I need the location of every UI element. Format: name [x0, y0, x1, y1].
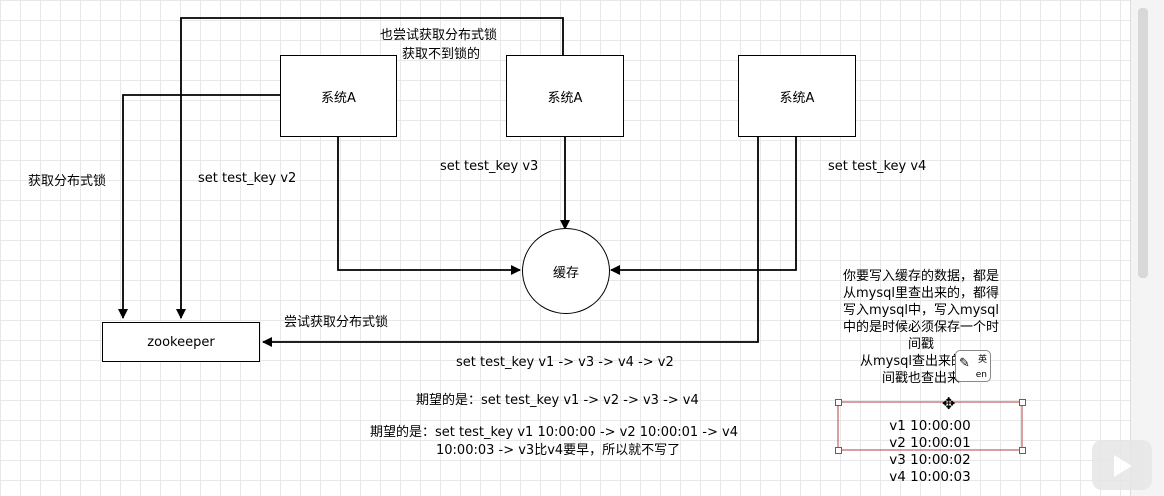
- ime-pen-icon: ✎: [959, 356, 970, 371]
- timestamp-item-1: v1 10:00:00: [889, 418, 971, 434]
- edge-systemA1-to-cache: [337, 136, 521, 275]
- en-ime-icon[interactable]: 英 en ✎: [955, 350, 991, 382]
- ime-top-label: 英: [977, 355, 987, 365]
- play-icon: [1114, 455, 1132, 477]
- system-a-node-2[interactable]: 系统A: [506, 55, 624, 137]
- note-line-2: 从mysql里查出来的，都得: [843, 286, 999, 301]
- note-line-3: 写入mysql中，写入mysql: [843, 303, 999, 318]
- play-button[interactable]: [1092, 440, 1152, 490]
- zookeeper-node[interactable]: zookeeper: [102, 322, 260, 362]
- try-lock-label: 尝试获取分布式锁: [284, 315, 389, 330]
- set-v3-label: set test_key v3: [440, 159, 539, 174]
- system-a-node-1[interactable]: 系统A: [280, 55, 397, 137]
- timestamp-item-4: v4 10:00:03: [889, 469, 971, 485]
- ime-bottom-label: en: [975, 370, 987, 380]
- resize-handle-bottom-left[interactable]: [835, 447, 842, 454]
- cache-node[interactable]: 缓存: [522, 228, 610, 314]
- timestamp-item-2: v2 10:00:01: [889, 435, 971, 451]
- edge-systemA1-to-zookeeper: [118, 94, 280, 319]
- zookeeper-node-label: zookeeper: [147, 334, 215, 350]
- expected-timestamp-line1: 期望的是：set test_key v1 10:00:00 -> v2 10:0…: [370, 425, 738, 440]
- move-cursor-icon: ✥: [942, 394, 956, 413]
- edge-systemA3-to-zookeeper: [262, 136, 759, 347]
- note-line-1: 你要写入缓存的数据，都是: [842, 269, 999, 284]
- resize-handle-bottom-right[interactable]: [1019, 447, 1026, 454]
- timestamp-list[interactable]: v1 10:00:00 v2 10:00:01 v3 10:00:02 v4 1…: [860, 418, 1000, 486]
- resize-handle-top-left[interactable]: [835, 399, 842, 406]
- actual-order-label: set test_key v1 -> v3 -> v4 -> v2: [456, 355, 674, 370]
- set-v2-label: set test_key v2: [198, 171, 297, 186]
- also-try-lock-label: 也尝试获取分布式锁: [380, 28, 498, 43]
- mysql-timestamp-note: 你要写入缓存的数据，都是 从mysql里查出来的，都得 写入mysql中，写入m…: [816, 268, 1026, 387]
- fail-lock-label: 获取不到锁的: [402, 47, 481, 62]
- set-v4-label: set test_key v4: [828, 159, 927, 174]
- system-a-node-1-label: 系统A: [321, 90, 356, 106]
- resize-handle-top-right[interactable]: [1019, 399, 1026, 406]
- selection-frame[interactable]: [837, 401, 1023, 451]
- note-line-6: 从mysql查出来的，时: [860, 354, 990, 369]
- get-lock-label: 获取分布式锁: [28, 174, 107, 189]
- edge-systemA3-to-cache: [610, 136, 797, 275]
- system-a-node-2-label: 系统A: [547, 90, 583, 106]
- expected-order-label: 期望的是：set test_key v1 -> v2 -> v3 -> v4: [416, 393, 699, 408]
- note-line-7: 间戳也查出来: [881, 371, 960, 386]
- note-line-4: 中的是时候必须保存一个时: [842, 320, 999, 335]
- timestamp-item-3: v3 10:00:02: [889, 452, 971, 468]
- vertical-scrollbar[interactable]: [1138, 8, 1148, 278]
- expected-timestamp-line2: 10:00:03 -> v3比v4要早，所以就不写了: [436, 443, 681, 458]
- edge-systemA2-to-zookeeper: [176, 17, 564, 319]
- system-a-node-3[interactable]: 系统A: [738, 55, 856, 137]
- cache-node-label: 缓存: [552, 265, 579, 281]
- note-line-5: 间戳: [907, 337, 934, 352]
- system-a-node-3-label: 系统A: [779, 90, 815, 106]
